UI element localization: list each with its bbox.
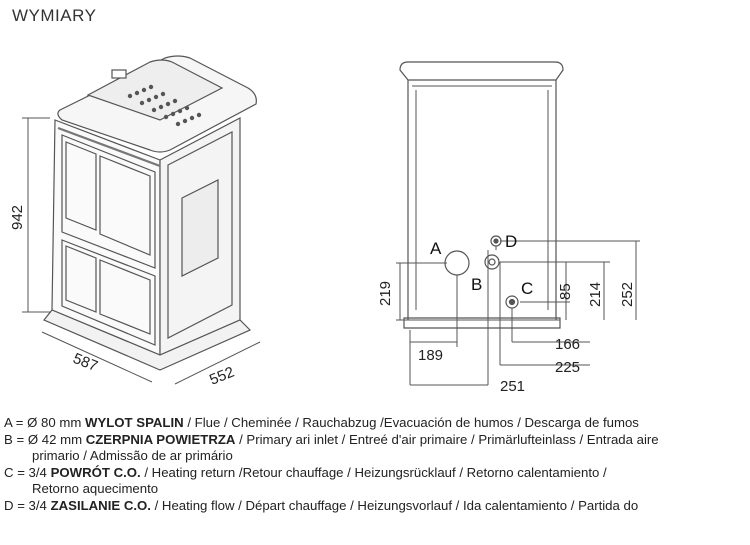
legend-b-text: / Primary ari inlet / Entreé d'air prima… [235, 431, 659, 447]
legend-b-prefix: B = Ø 42 mm [4, 431, 86, 447]
legend-item-c: C = 3/4 POWRÓT C.O. / Heating return /Re… [4, 465, 746, 482]
legend-a-text: / Flue / Cheminée / Rauchabzug /Evacuaci… [183, 415, 639, 430]
depth-dimension: 587 [71, 350, 101, 375]
legend-item-a: A = Ø 80 mm WYLOT SPALIN / Flue / Chemin… [4, 415, 746, 432]
height-dimension: 942 [9, 205, 26, 230]
legend-c-text: / Heating return /Retour chauffage / Hei… [140, 464, 607, 480]
dimension-drawing: 942 587 552 [9, 55, 640, 395]
legend-a-name: WYLOT SPALIN [85, 415, 184, 430]
legend-item-b: B = Ø 42 mm CZERPNIA POWIETRZA / Primary… [4, 432, 746, 449]
legend-c-prefix: C = 3/4 [4, 464, 51, 480]
legend-b-continuation: primario / Admissão de ar primário [32, 448, 233, 463]
legend: A = Ø 80 mm WYLOT SPALIN / Flue / Chemin… [4, 415, 746, 514]
flue-height-dimension: 219 [377, 281, 394, 306]
legend-c-name: POWRÓT C.O. [50, 464, 141, 480]
stove-dimension-lines [22, 117, 261, 385]
legend-c-continuation: Retorno aquecimento [32, 481, 159, 496]
flue-side-dimension: 189 [418, 347, 443, 364]
legend-item-d: D = 3/4 ZASILANIE C.O. / Heating flow / … [4, 498, 746, 515]
return-offset-dimension: 166 [555, 336, 580, 353]
width-dimension: 552 [207, 364, 237, 389]
legend-d-prefix: D = 3/4 [4, 497, 51, 513]
marker-c: C [521, 279, 533, 298]
stove-isometric-view [43, 55, 257, 371]
c-height-dimension: 85 [557, 283, 574, 300]
legend-a-prefix: A = Ø 80 mm [4, 415, 85, 430]
b-height-dimension: 214 [587, 282, 604, 307]
rear-view [399, 61, 564, 329]
rear-dimension-lines [396, 240, 640, 386]
return-span-dimension: 251 [500, 378, 525, 395]
flow-offset-dimension: 225 [555, 359, 580, 376]
legend-d-name: ZASILANIE C.O. [50, 497, 151, 513]
d-height-dimension: 252 [619, 282, 636, 307]
control-buttons [127, 84, 202, 127]
marker-b: B [471, 275, 482, 294]
marker-d: D [505, 232, 517, 251]
marker-a: A [430, 239, 442, 258]
legend-d-text: / Heating flow / Départ chauffage / Heiz… [150, 497, 639, 513]
page-title: WYMIARY [12, 6, 97, 25]
legend-b-name: CZERPNIA POWIETRZA [85, 431, 236, 447]
